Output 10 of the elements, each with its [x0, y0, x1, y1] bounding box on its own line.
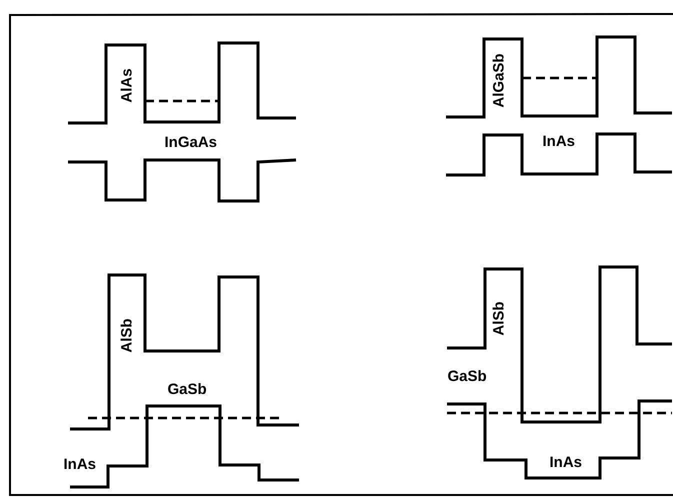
layer-label: InAs [64, 456, 96, 472]
layer-label: InAs [550, 454, 582, 470]
layer-label: InAs [542, 132, 576, 150]
layer-label: InGaAs [164, 134, 218, 150]
layer-label: GaSb [168, 380, 207, 398]
layer-label: GaSb [448, 368, 487, 384]
layer-label: AlSb [118, 318, 136, 352]
layer-label: AlSb [490, 300, 508, 336]
layer-label: AlAs [118, 68, 136, 102]
layer-label: AlGaSb [490, 52, 508, 108]
